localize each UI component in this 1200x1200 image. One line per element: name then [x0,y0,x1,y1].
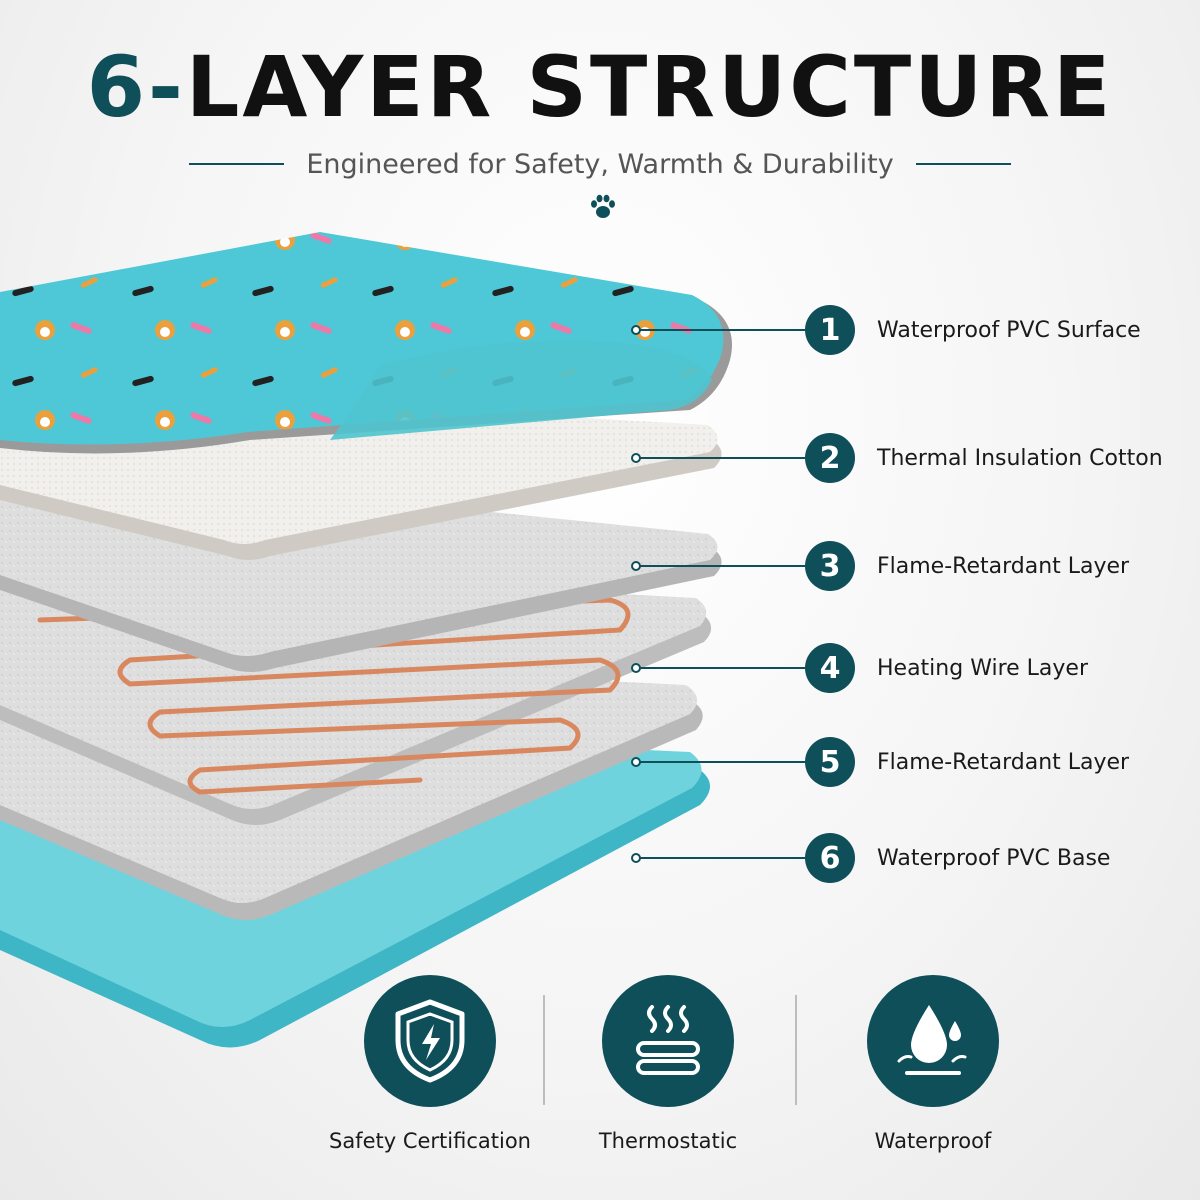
layer-number-badge: 5 [805,737,855,787]
feature-badge [867,975,999,1107]
layer-label-4: 4 Heating Wire Layer [805,642,1088,694]
layer-label-text: Thermal Insulation Cotton [877,445,1163,471]
subtitle-divider-right [915,163,1011,165]
layer-number-badge: 2 [805,433,855,483]
subtitle: Engineered for Safety, Warmth & Durabili… [306,148,894,180]
feature-label: Waterproof [874,1129,992,1153]
layer-label-5: 5 Flame-Retardant Layer [805,736,1129,788]
layer-number-badge: 3 [805,541,855,591]
layer-1-pvc-surface [0,232,732,454]
shield-lightning-icon [395,999,465,1083]
feature-badge [364,975,496,1107]
layer-label-1: 1 Waterproof PVC Surface [805,304,1141,356]
layer-label-text: Waterproof PVC Base [877,845,1111,871]
feature-divider [543,995,545,1105]
layer-number-badge: 6 [805,833,855,883]
layer-label-2: 2 Thermal Insulation Cotton [805,432,1163,484]
layer-label-3: 3 Flame-Retardant Layer [805,540,1129,592]
layer-label-text: Waterproof PVC Surface [877,317,1141,343]
page-title: 6-LAYER STRUCTURE [0,38,1200,136]
layer-number-badge: 4 [805,643,855,693]
subtitle-divider-left [189,163,285,165]
feature-badge [602,975,734,1107]
heat-waves-icon [636,1005,700,1075]
layer-label-6: 6 Waterproof PVC Base [805,832,1110,884]
feature-label: Thermostatic [598,1129,738,1153]
feature-thermostatic: Thermostatic [553,975,783,1153]
layer-number-badge: 1 [805,305,855,355]
feature-safety-certification: Safety Certification [315,975,545,1153]
title-main: LAYER STRUCTURE [185,38,1114,136]
subtitle-row: Engineered for Safety, Warmth & Durabili… [0,144,1200,184]
layer-label-text: Flame-Retardant Layer [877,553,1130,579]
feature-divider [795,995,797,1105]
feature-label: Safety Certification [328,1129,531,1153]
layer-label-text: Heating Wire Layer [877,655,1089,681]
paw-icon [591,194,615,218]
layer-label-text: Flame-Retardant Layer [877,749,1130,775]
water-drop-icon [897,1005,967,1075]
feature-waterproof: Waterproof [818,975,1048,1153]
title-accent: 6- [86,38,186,136]
